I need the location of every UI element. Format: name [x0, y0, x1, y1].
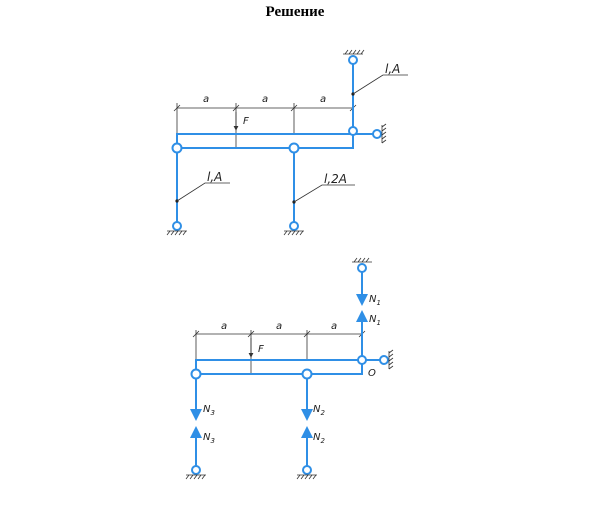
bottom-dim-a-3: a [331, 321, 337, 332]
bottom-top-rod [352, 257, 372, 365]
bottom-left-rod [185, 368, 206, 480]
bottom-n1-lower-label: N1 [369, 314, 381, 327]
top-dim-a-3: a [320, 94, 326, 105]
top-left-ground [166, 230, 187, 236]
page-title: Решение [265, 4, 325, 20]
top-right-support [372, 123, 387, 144]
top-dim-a-1: a [203, 94, 209, 105]
top-rod-label-3: l,2A [324, 172, 347, 186]
bottom-n1-upper-label: N1 [369, 294, 381, 307]
top-rod-label-2: l,A [207, 170, 222, 184]
top-rod-label-1: l,A [385, 62, 400, 76]
bottom-dim-a-1: a [221, 321, 227, 332]
bottom-n2-upper-label: N2 [313, 404, 325, 417]
bottom-dimension-line [192, 330, 366, 374]
top-ceiling-support [343, 49, 365, 55]
top-dim-a-2: a [262, 94, 268, 105]
top-beam [176, 133, 354, 149]
bottom-beam [195, 359, 363, 375]
top-middle-ground [283, 230, 304, 236]
top-dimension-line [173, 103, 357, 148]
bottom-point-o-label: O [368, 368, 376, 379]
bottom-n3-lower-label: N3 [203, 432, 215, 445]
bottom-diagram: a a a F O [185, 257, 394, 480]
bottom-middle-rod [296, 368, 317, 480]
bottom-dim-a-2: a [276, 321, 282, 332]
bottom-n3-upper-label: N3 [203, 404, 215, 417]
bottom-force-label: F [258, 344, 264, 355]
bottom-n2-lower-label: N2 [313, 432, 325, 445]
top-diagram: a a a F l [166, 49, 408, 236]
top-force-label: F [243, 116, 249, 127]
